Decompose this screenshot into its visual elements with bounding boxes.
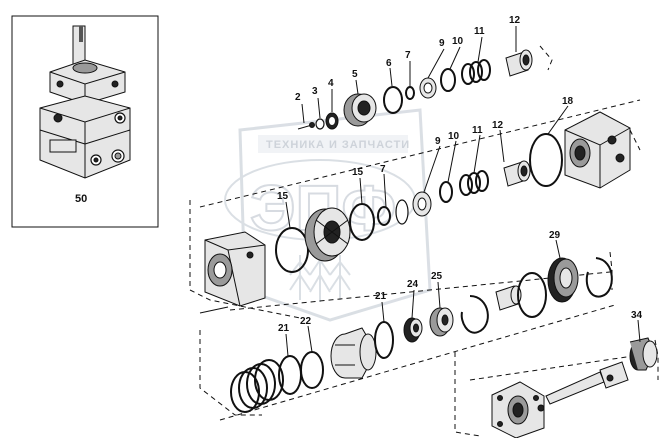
part-18-oring	[529, 133, 563, 187]
label-part-24: 24	[407, 279, 419, 290]
label-part-21a: 21	[375, 291, 387, 302]
part-housing-right	[564, 111, 631, 189]
part-22-oring	[300, 351, 324, 389]
leader-lines	[285, 26, 641, 357]
label-part-34: 34	[631, 310, 643, 321]
upper-row-parts	[297, 49, 533, 130]
label-part-10a: 10	[452, 36, 464, 47]
part-snap-ring-b	[585, 257, 613, 298]
part-12b-sleeve	[503, 160, 531, 187]
label-part-11b: 11	[472, 125, 483, 136]
part-29-bearing	[547, 257, 579, 303]
watermark-top-text: ТЕХНИКА И ЗАПЧАСТИ	[266, 139, 410, 151]
label-part-15b: 15	[352, 167, 364, 178]
label-part-22: 22	[300, 316, 312, 327]
label-part-10b: 10	[448, 131, 460, 142]
label-part-29: 29	[549, 230, 561, 241]
part-11-snap-rings	[461, 59, 491, 85]
part-12-sleeve	[505, 49, 533, 77]
part-mounting-flange	[491, 381, 545, 438]
middle-row-parts	[199, 111, 631, 314]
part-output-shaft	[545, 361, 629, 405]
part-10b-oring	[439, 181, 453, 203]
label-part-21b: 21	[278, 323, 290, 334]
part-10-oring	[440, 68, 456, 92]
part-gear-rotor	[304, 207, 351, 262]
part-labels: 2 3 4 5 6 7 9 10 11 12 18 9 10 11 12 15 …	[277, 15, 643, 334]
label-part-7a: 7	[405, 50, 411, 61]
label-part-3: 3	[312, 86, 318, 97]
part-7b-oring	[377, 206, 391, 226]
part-3-washer	[315, 118, 325, 130]
inset-box: 50	[11, 15, 159, 228]
part-large-oring	[517, 272, 547, 318]
part-24-bearing	[403, 317, 423, 343]
label-part-12b: 12	[492, 120, 504, 131]
label-part-9a: 9	[439, 38, 445, 49]
label-part-12a: 12	[509, 15, 521, 26]
part-spacer	[395, 199, 409, 225]
part-21-oring-b	[374, 321, 394, 359]
label-part-15a: 15	[277, 191, 289, 202]
lower-row-parts	[230, 257, 613, 413]
part-2-screw	[297, 122, 315, 130]
part-spring-stack	[230, 359, 284, 413]
label-part-5: 5	[352, 69, 358, 80]
part-25-gear	[429, 307, 454, 337]
bottom-right-parts	[491, 337, 658, 438]
part-11b-snap-rings	[459, 170, 489, 196]
label-part-25: 25	[431, 271, 443, 282]
part-snap-ring-a	[460, 295, 489, 334]
label-part-4: 4	[328, 78, 334, 89]
part-7-oring	[405, 86, 415, 100]
part-5-hub	[343, 93, 377, 127]
hydraulic-motor-illustration	[39, 25, 131, 179]
inset-label-50: 50	[75, 193, 87, 205]
part-bolt	[537, 404, 545, 412]
label-part-6: 6	[386, 58, 392, 69]
label-part-2: 2	[295, 92, 301, 103]
part-34-bearing	[629, 337, 658, 371]
label-part-11a: 11	[474, 26, 485, 37]
label-part-9b: 9	[435, 136, 441, 147]
part-piston	[330, 327, 377, 379]
part-housing-left	[199, 231, 266, 314]
label-part-18: 18	[562, 96, 574, 107]
part-6-oring	[383, 86, 403, 114]
part-15-oring-a	[275, 227, 309, 273]
label-part-7b: 7	[380, 164, 386, 175]
